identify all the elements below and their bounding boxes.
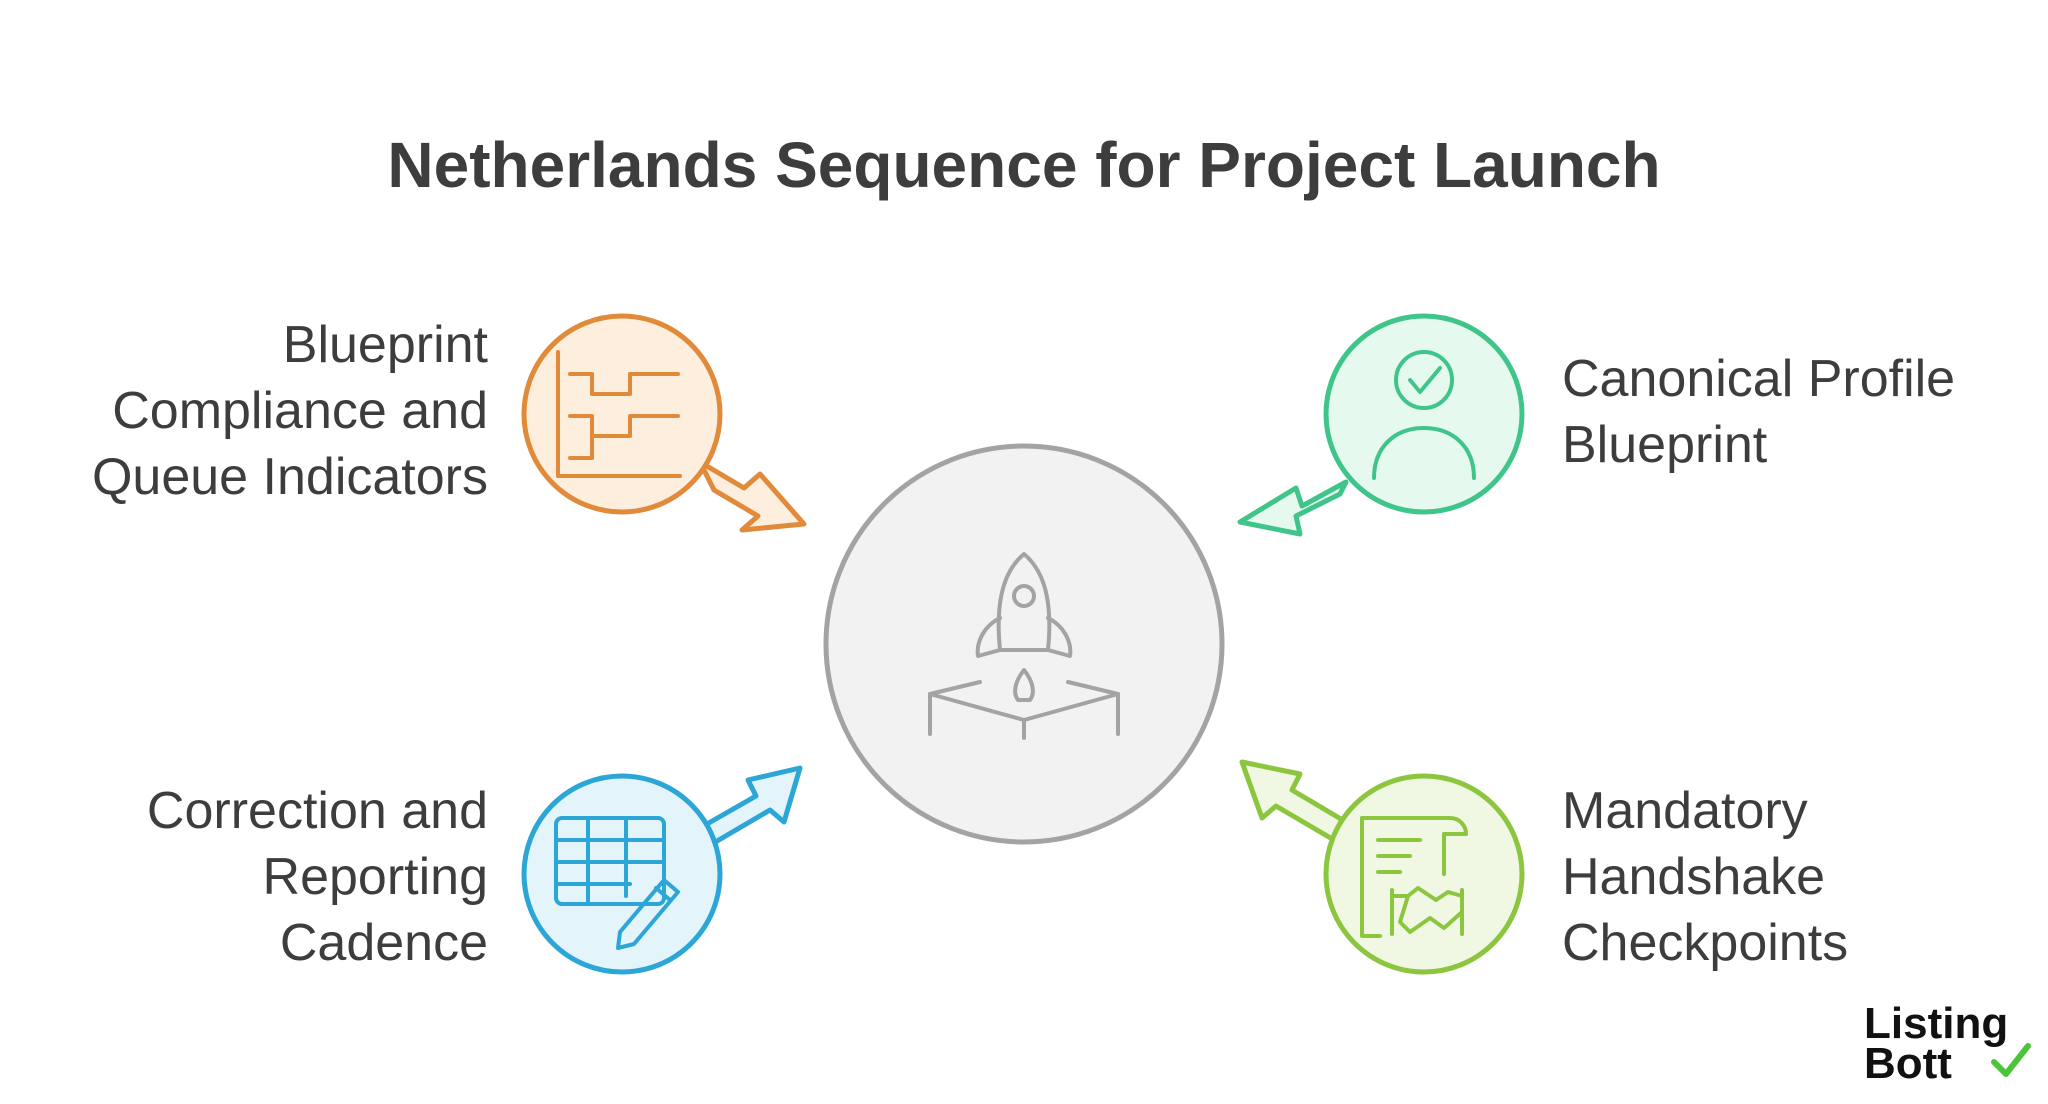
verified-user-icon xyxy=(1372,350,1476,480)
label-line: Blueprint xyxy=(1562,416,1768,474)
arrow-in-bottom-right xyxy=(1239,759,1349,843)
label-top-left: Blueprint Compliance and Queue Indicator… xyxy=(92,312,488,510)
node-bottom-left xyxy=(521,765,803,975)
process-flow-icon xyxy=(556,350,682,478)
center-node xyxy=(823,443,1225,845)
logo-line-1: Listing xyxy=(1864,999,2009,1048)
rocket-launch-icon xyxy=(928,552,1120,740)
label-top-right: Canonical Profile Blueprint xyxy=(1562,346,1955,478)
label-line: Blueprint xyxy=(282,316,488,374)
contract-handshake-icon xyxy=(1360,816,1468,938)
label-line: Handshake xyxy=(1562,848,1826,906)
node-top-right xyxy=(1237,313,1525,537)
label-bottom-right: Mandatory Handshake Checkpoints xyxy=(1562,778,1848,976)
arrow-in-top-right xyxy=(1237,479,1349,537)
label-line: Correction and xyxy=(146,782,488,840)
logo-check-icon xyxy=(1991,1043,2031,1077)
page-title: Netherlands Sequence for Project Launch xyxy=(387,129,1661,201)
arrow-in-top-left xyxy=(697,459,807,533)
node-bottom-right xyxy=(1239,759,1525,975)
label-line: Checkpoints xyxy=(1562,914,1849,972)
label-bottom-left: Correction and Reporting Cadence xyxy=(147,778,488,976)
label-line: Queue Indicators xyxy=(91,448,488,506)
label-line: Cadence xyxy=(279,914,488,972)
table-edit-icon xyxy=(554,816,680,950)
logo-line-2: Bott xyxy=(1864,1039,1952,1088)
label-line: Mandatory xyxy=(1562,782,1808,840)
label-line: Canonical Profile xyxy=(1562,350,1956,408)
label-line: Compliance and xyxy=(112,382,488,440)
arrow-out-bottom-left xyxy=(697,765,803,847)
label-line: Reporting xyxy=(262,848,488,906)
brand-logo: Listing Bott xyxy=(1864,999,2009,1088)
node-top-left xyxy=(521,313,807,533)
